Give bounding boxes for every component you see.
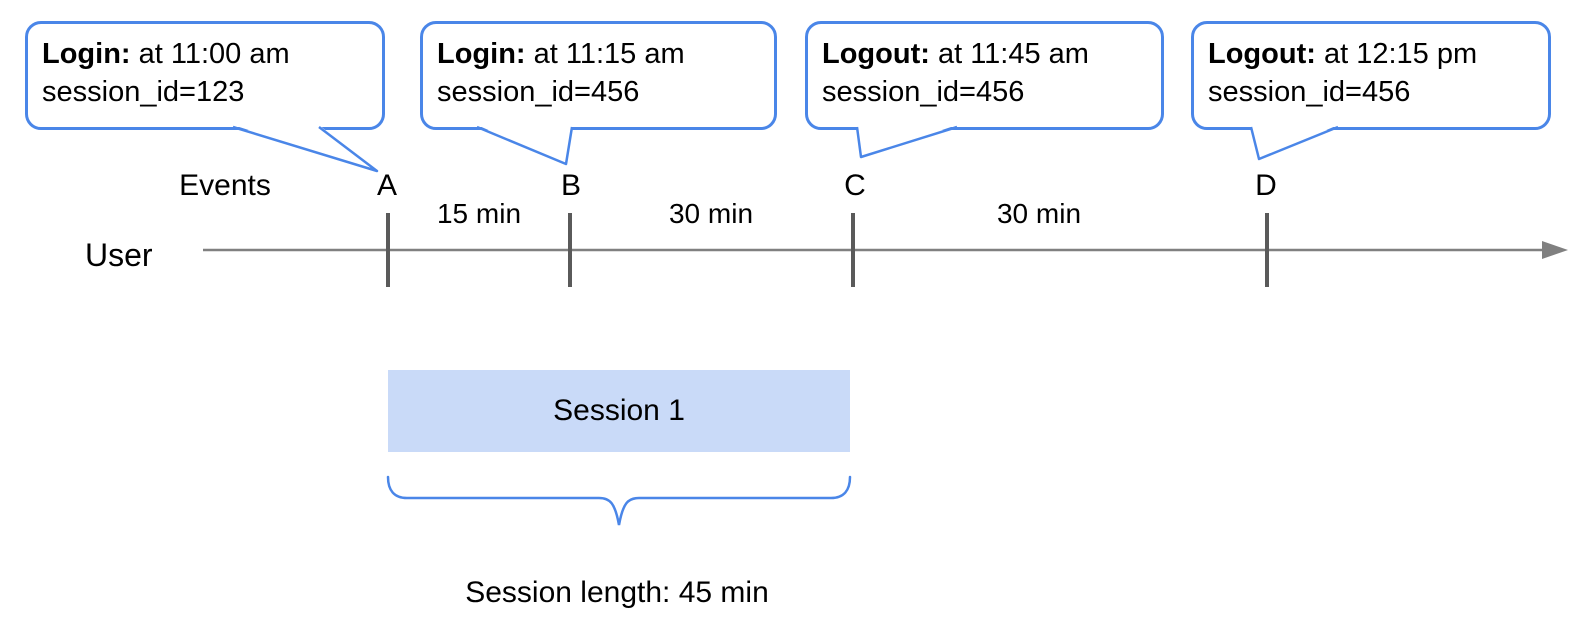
callout-bubble-logout-c: Logout: at 11:45 am session_id=456 — [805, 21, 1164, 130]
callout-bubble-login-a: Login: at 11:00 am session_id=123 — [25, 21, 385, 130]
interval-label-b-c: 30 min — [668, 198, 754, 229]
callout-tail-b — [476, 125, 574, 166]
interval-label-c-d: 30 min — [996, 198, 1082, 229]
interval-label-a-b: 15 min — [436, 198, 522, 229]
event-type-label: Logout: — [822, 38, 930, 70]
tick-label-c: C — [844, 169, 866, 202]
event-type-label: Logout: — [1208, 38, 1316, 70]
callout-line-session-id: session_id=456 — [437, 76, 640, 108]
tick-label-d: D — [1255, 169, 1277, 202]
event-time-label: at 11:45 am — [929, 38, 1089, 70]
callout-line-event: Login: at 11:00 am — [42, 35, 368, 73]
callout-line-event: Logout: at 11:45 am — [822, 35, 1147, 73]
session-length-brace — [386, 475, 852, 526]
callout-bubble-login-b: Login: at 11:15 am session_id=456 — [420, 21, 777, 130]
session-length-caption: Session length: 45 min — [465, 576, 769, 609]
event-time-label: at 11:00 am — [130, 38, 290, 70]
session-1-box: Session 1 — [388, 370, 850, 452]
timeline-arrowhead-icon — [1542, 241, 1568, 259]
event-type-label: Login: — [437, 38, 526, 70]
event-type-label: Login: — [42, 38, 131, 70]
tick-label-b: B — [560, 169, 582, 202]
session-1-label: Session 1 — [553, 394, 685, 427]
events-row-label: Events — [179, 169, 271, 202]
callout-tail-d — [1249, 125, 1339, 161]
tick-label-a: A — [376, 169, 398, 202]
callout-line-session-id: session_id=456 — [1208, 76, 1411, 108]
user-row-label: User — [85, 237, 153, 273]
callout-line-event: Logout: at 12:15 pm — [1208, 35, 1534, 73]
callout-line-session-id: session_id=123 — [42, 76, 245, 108]
callout-line-event: Login: at 11:15 am — [437, 35, 760, 73]
event-time-label: at 12:15 pm — [1315, 38, 1478, 70]
callout-line-session-id: session_id=456 — [822, 76, 1025, 108]
callout-bubble-logout-d: Logout: at 12:15 pm session_id=456 — [1191, 21, 1551, 130]
event-time-label: at 11:15 am — [525, 38, 685, 70]
callout-tail-a — [232, 125, 379, 173]
